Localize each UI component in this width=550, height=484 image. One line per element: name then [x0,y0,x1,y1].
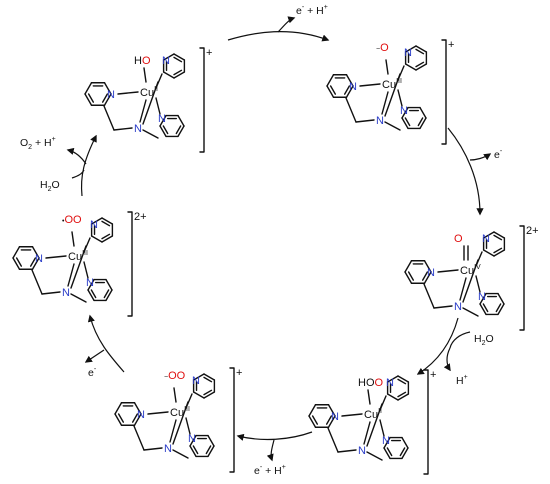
nitrogen-lower: N [86,277,94,289]
arrow-step5-branch [84,349,105,363]
complex-charge: + [206,47,212,59]
oxygen-ligand: HO [134,55,151,67]
nitrogen-lower: N [400,105,408,117]
nitrogen-amine: N [62,287,70,299]
complex-bracket [519,225,525,331]
complexes: N N N N CuII HO + N N N N CuIII −O + N N N N CuIV O 2+ N N N N Cu… [12,39,539,475]
complex-cu3-superoxo: N N N N CuIII •OO 2+ [12,211,147,317]
arrow-step1-branch [277,16,296,33]
nitrogen-left: N [35,253,43,265]
nitrogen-left: N [427,267,435,279]
label-step6-out: O2 + H+ [20,136,56,151]
arrow-step6-out [66,147,87,165]
nitrogen-amine: N [376,115,384,127]
nitrogen-left: N [107,89,115,101]
complex-cu4-oxo: N N N N CuIV O 2+ [404,225,539,331]
complex-charge: + [448,39,454,51]
label-step3-out: H+ [456,374,468,387]
complex-charge: + [236,367,242,379]
nitrogen-upper: N [386,377,394,389]
nitrogen-upper: N [162,55,170,67]
oxygen-ligand: −O [376,42,389,54]
reaction-arrows: e- + H+ e- H2O H+ e- + H+ e- H2O O2 + H+ [20,4,503,477]
nitrogen-upper: N [404,47,412,59]
arrow-step2 [447,127,484,216]
label-step1: e- + H+ [296,4,328,17]
nitrogen-lower: N [478,291,486,303]
label-step3-in: H2O [474,333,494,347]
copper-center: CuII [140,86,158,99]
nitrogen-upper: N [90,219,98,231]
complex-cu2-hydroxo: N N N N CuII HO + [84,47,212,153]
complex-bracket [127,211,133,317]
copper-center: CuIV [460,264,481,277]
complex-bracket [441,39,447,145]
nitrogen-upper: N [192,375,200,387]
complex-charge: 2+ [134,211,147,223]
arrow-step2-branch [469,153,492,161]
copper-center: CuII [364,408,382,421]
complex-bracket [423,369,429,475]
nitrogen-amine: N [164,443,172,455]
label-step6-in: H2O [40,179,60,193]
copper-center: CuIII [170,406,190,419]
complex-cu2-hydroperoxo: N N N N CuII HOO + [308,369,436,475]
nitrogen-lower: N [188,433,196,445]
arrow-step5 [87,314,125,373]
arrow-step3-out [443,347,451,372]
nitrogen-left: N [331,411,339,423]
complex-bracket [199,47,205,153]
nitrogen-amine: N [134,123,142,135]
complex-charge: + [430,369,436,381]
arrow-step6-in [71,169,85,179]
complex-cu3-peroxo: N N N N CuIII −OO + [114,367,242,473]
nitrogen-lower: N [382,435,390,447]
complex-bracket [229,367,235,473]
label-step4: e- + H+ [254,464,286,477]
nitrogen-left: N [137,409,145,421]
copper-center: CuIII [382,78,402,91]
oxygen-ligand: HOO [358,377,384,389]
copper-center: CuIII [68,250,88,263]
arrow-step6 [80,134,97,197]
nitrogen-amine: N [358,445,366,457]
arrow-step3 [416,317,459,375]
complex-charge: 2+ [526,225,539,237]
nitrogen-left: N [349,81,357,93]
oxygen-ligand: −OO [164,370,186,382]
arrow-step3-in [449,331,471,349]
complex-cu3-oxyl: N N N N CuIII −O + [326,39,454,145]
oxygen-ligand: •OO [62,214,82,226]
nitrogen-lower: N [158,113,166,125]
nitrogen-upper: N [482,233,490,245]
nitrogen-amine: N [454,301,462,313]
label-step2: e- [494,148,503,161]
arrow-step1 [227,31,330,42]
oxygen-ligand: O [454,233,463,245]
label-step5: e- [88,366,97,379]
arrow-step4-branch [266,439,275,462]
arrow-step4 [236,431,313,441]
